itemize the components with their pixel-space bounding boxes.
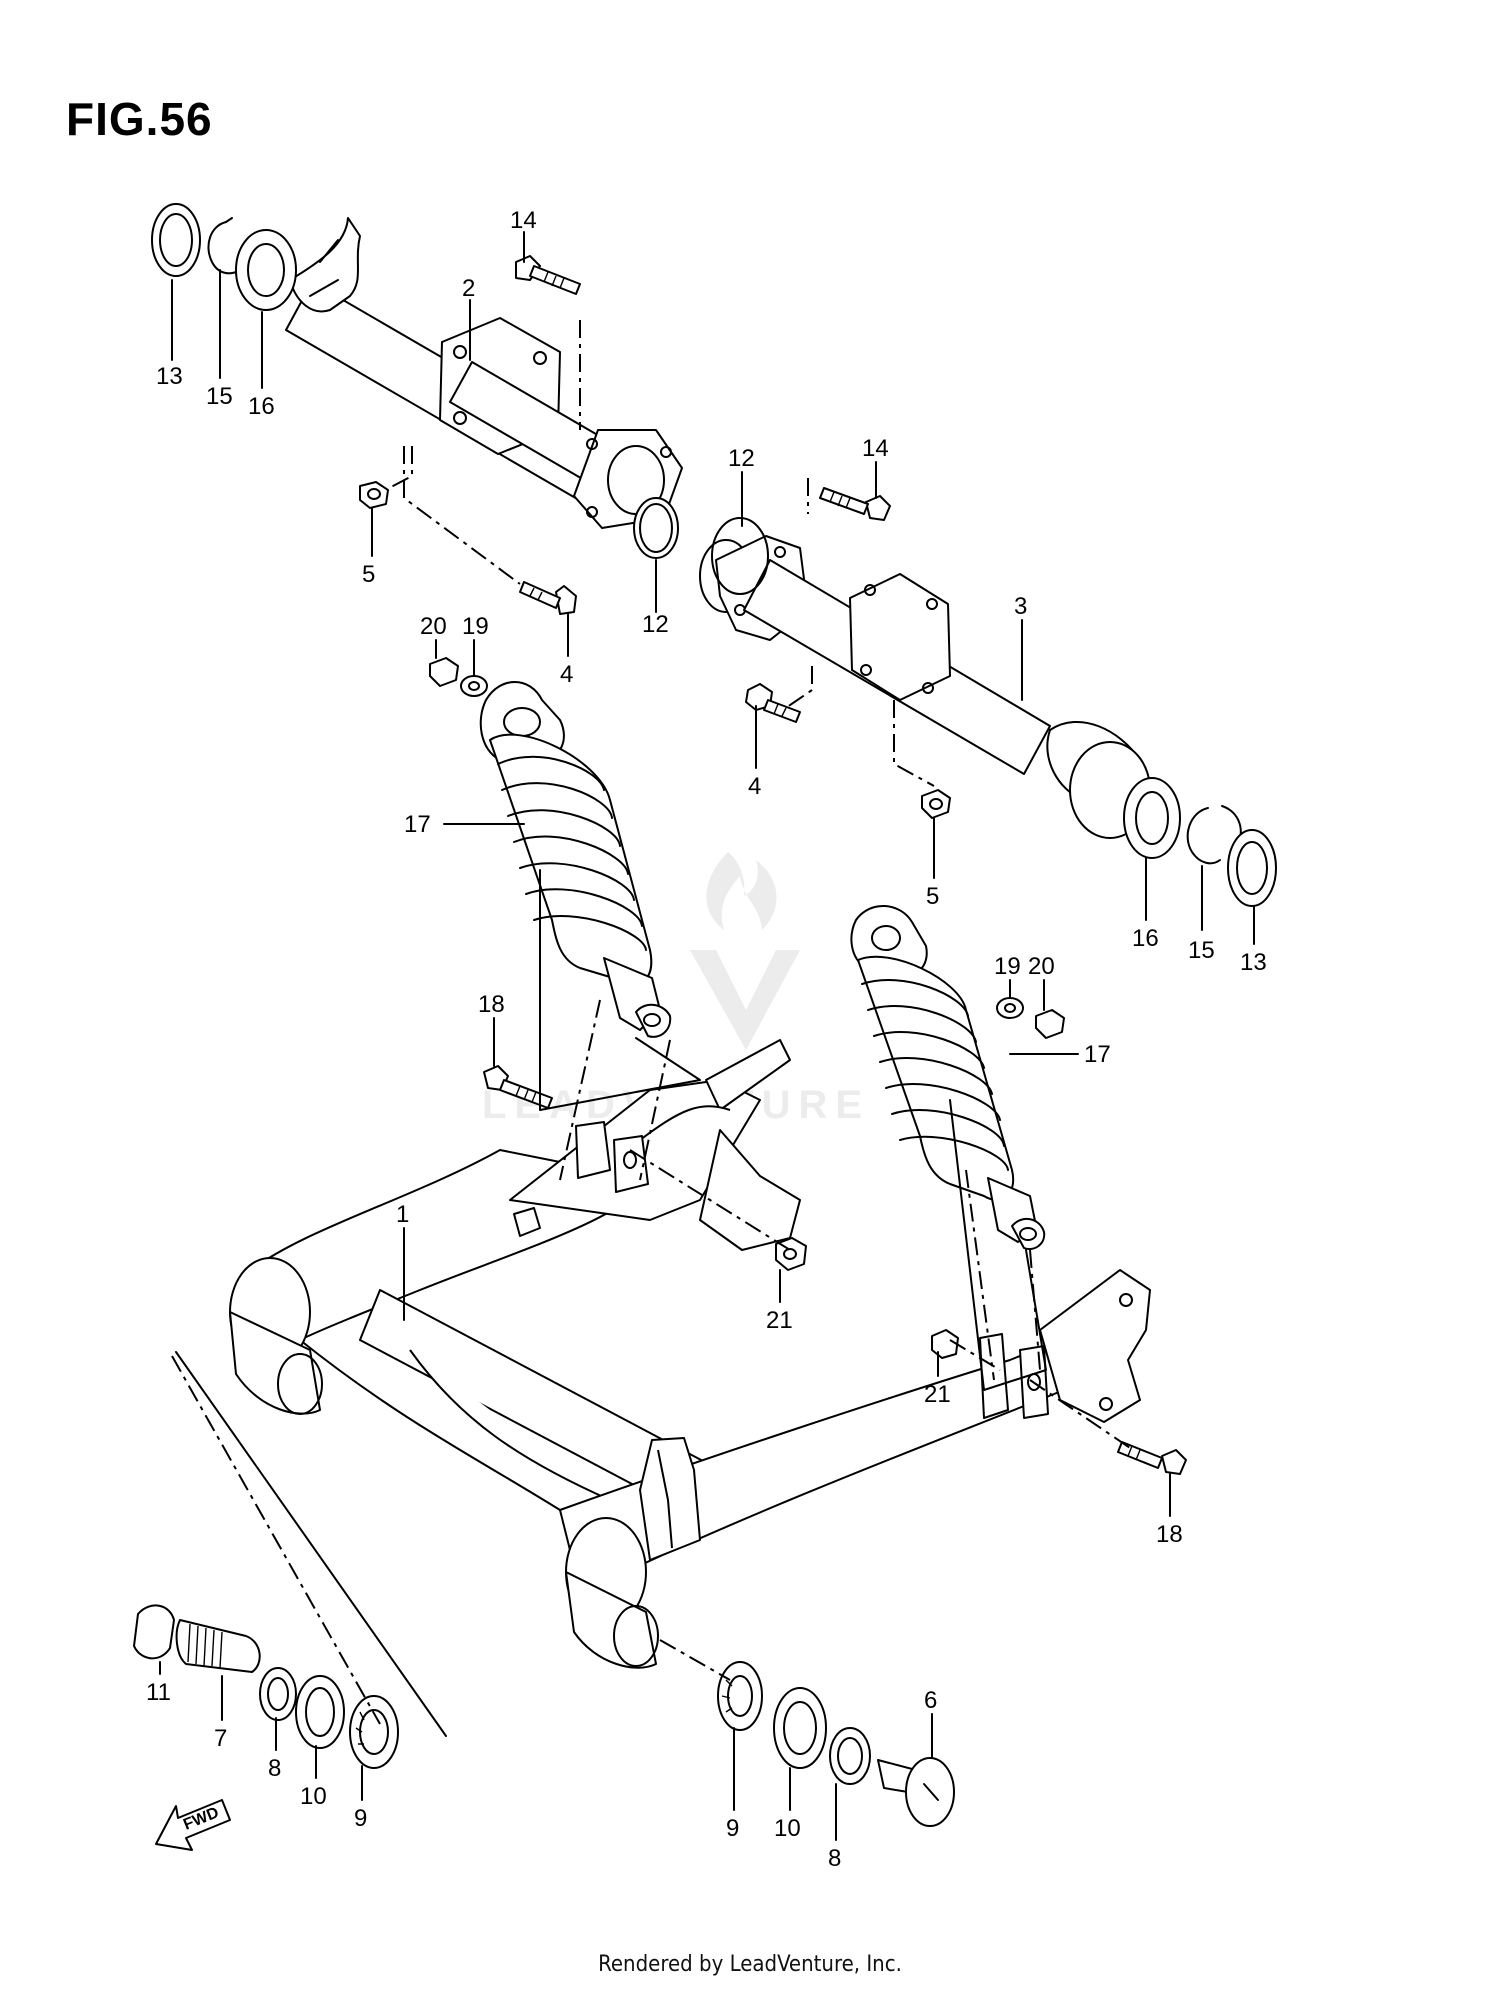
hub-parts-lower-right — [1123, 777, 1277, 907]
callout-20a: 20 — [420, 613, 447, 640]
callout-14b: 14 — [862, 435, 889, 462]
callout-15b: 15 — [1188, 937, 1215, 964]
callout-17a: 17 — [404, 811, 431, 838]
callout-16a: 16 — [248, 393, 275, 420]
fwd-arrow-icon: FWD — [155, 1799, 231, 1851]
callout-15a: 15 — [206, 383, 233, 410]
callout-4b: 4 — [748, 773, 761, 800]
shock-absorber-right — [850, 905, 1046, 1250]
callout-5b: 5 — [926, 883, 939, 910]
callout-9a: 9 — [354, 1805, 367, 1832]
callout-9b: 9 — [726, 1815, 739, 1842]
callout-17b: 17 — [1084, 1041, 1111, 1068]
callout-2: 2 — [462, 275, 475, 302]
bolt-14-upper — [515, 255, 581, 295]
callout-10a: 10 — [300, 1783, 327, 1810]
callout-18a: 18 — [478, 991, 505, 1018]
callout-16b: 16 — [1132, 925, 1159, 952]
reference-lines — [171, 869, 1131, 1737]
callout-12a: 12 — [642, 611, 669, 638]
callout-6: 6 — [924, 1687, 937, 1714]
callout-13a: 13 — [156, 363, 183, 390]
callout-5a: 5 — [362, 561, 375, 588]
callout-13b: 13 — [1240, 949, 1267, 976]
pivot-assembly-right — [717, 1661, 955, 1827]
nut-5-right — [921, 789, 951, 819]
axle-housing-left — [285, 217, 683, 585]
callout-7: 7 — [214, 1725, 227, 1752]
callout-19b: 19 — [994, 953, 1021, 980]
bolt-4-upper — [519, 581, 577, 615]
axle-housing-right — [699, 478, 1151, 839]
hub-parts-upper-left — [151, 203, 297, 311]
figure-title: FIG.56 — [66, 93, 213, 145]
callout-12b: 12 — [728, 445, 755, 472]
callout-8b: 8 — [828, 1845, 841, 1872]
callout-numbers: 13 15 16 2 14 5 4 12 12 14 3 20 19 4 5 1… — [146, 207, 1267, 1872]
shock-absorber-left — [479, 681, 672, 1038]
callout-leaders — [159, 231, 1255, 1841]
nut-21-right — [931, 1329, 959, 1359]
nut-5-upper — [359, 481, 389, 509]
callout-8a: 8 — [268, 1755, 281, 1782]
callout-1: 1 — [396, 1201, 409, 1228]
callout-20b: 20 — [1028, 953, 1055, 980]
pivot-assembly-left — [133, 1604, 399, 1769]
bolt-14-right — [819, 487, 891, 521]
ring-12-right — [711, 517, 769, 595]
swing-arm — [229, 1039, 1151, 1669]
bolt-4-right — [745, 683, 801, 723]
callout-18b: 18 — [1156, 1521, 1183, 1548]
callout-21a: 21 — [766, 1307, 793, 1334]
callout-21b: 21 — [924, 1381, 951, 1408]
callout-19a: 19 — [462, 613, 489, 640]
callout-14a: 14 — [510, 207, 537, 234]
callout-10b: 10 — [774, 1815, 801, 1842]
footer-credit: Rendered by LeadVenture, Inc. — [598, 1952, 902, 1977]
washer-nut-left — [429, 657, 488, 697]
bolt-18-right — [1117, 1441, 1187, 1475]
callout-3: 3 — [1014, 593, 1027, 620]
callout-4a: 4 — [560, 661, 573, 688]
callout-11: 11 — [146, 1679, 171, 1706]
washer-nut-right — [996, 997, 1065, 1039]
nut-21-left — [775, 1237, 807, 1271]
